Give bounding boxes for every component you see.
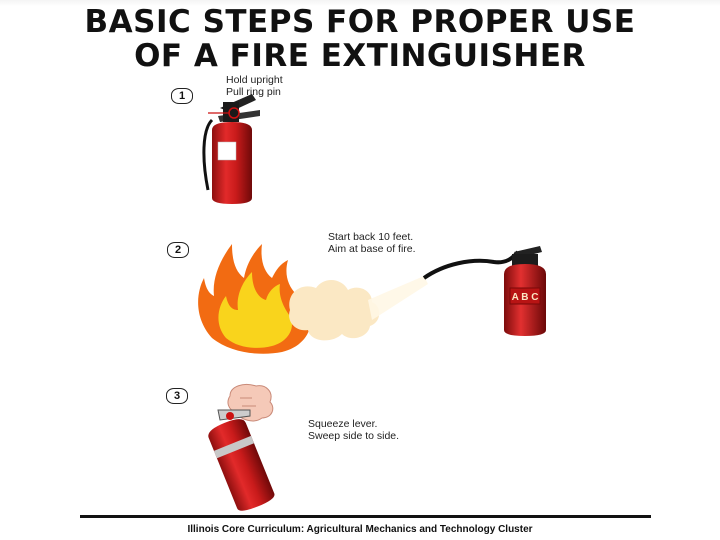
step-1-number-badge: 1 bbox=[171, 88, 193, 104]
step-2-number-badge: 2 bbox=[167, 242, 189, 258]
step-3-extinguisher-body bbox=[208, 419, 275, 511]
footer-divider bbox=[80, 515, 651, 518]
top-strip bbox=[0, 0, 720, 6]
step-1-caption-line-1: Hold upright bbox=[226, 74, 283, 86]
step-1-handle-lever bbox=[218, 94, 260, 122]
step-1-hose bbox=[202, 118, 214, 191]
step-3-caption-line-1: Squeeze lever. bbox=[308, 418, 378, 430]
step-2-hose bbox=[422, 250, 520, 280]
step-3-caption: Squeeze lever. Sweep side to side. bbox=[308, 418, 399, 442]
abc-label: A B C bbox=[512, 292, 539, 303]
step-1-extinguisher-illustration bbox=[202, 94, 260, 204]
page-title-line-2: OF A FIRE EXTINGUISHER bbox=[134, 38, 586, 74]
fire-icon bbox=[198, 244, 311, 354]
step-2-caption: Start back 10 feet. Aim at base of fire. bbox=[328, 231, 416, 255]
step-2-fire-and-spray-illustration: A B C bbox=[198, 244, 546, 354]
footer-credit: Illinois Core Curriculum: Agricultural M… bbox=[187, 524, 533, 535]
step-2-caption-line-2: Aim at base of fire. bbox=[328, 243, 416, 255]
step-3-handle bbox=[217, 409, 251, 421]
step-3-squeeze-illustration bbox=[208, 383, 275, 511]
step-2-extinguisher: A B C bbox=[504, 246, 546, 336]
step-1-ring-pin bbox=[208, 107, 240, 119]
extinguisher-spray-cloud bbox=[289, 276, 428, 341]
step-3-number-badge: 3 bbox=[166, 388, 188, 404]
page-title-line-1: BASIC STEPS FOR PROPER USE bbox=[84, 4, 636, 40]
step-1-extinguisher-body bbox=[212, 122, 252, 204]
step-2-caption-line-1: Start back 10 feet. bbox=[328, 231, 414, 243]
step-3-caption-line-2: Sweep side to side. bbox=[308, 430, 400, 442]
